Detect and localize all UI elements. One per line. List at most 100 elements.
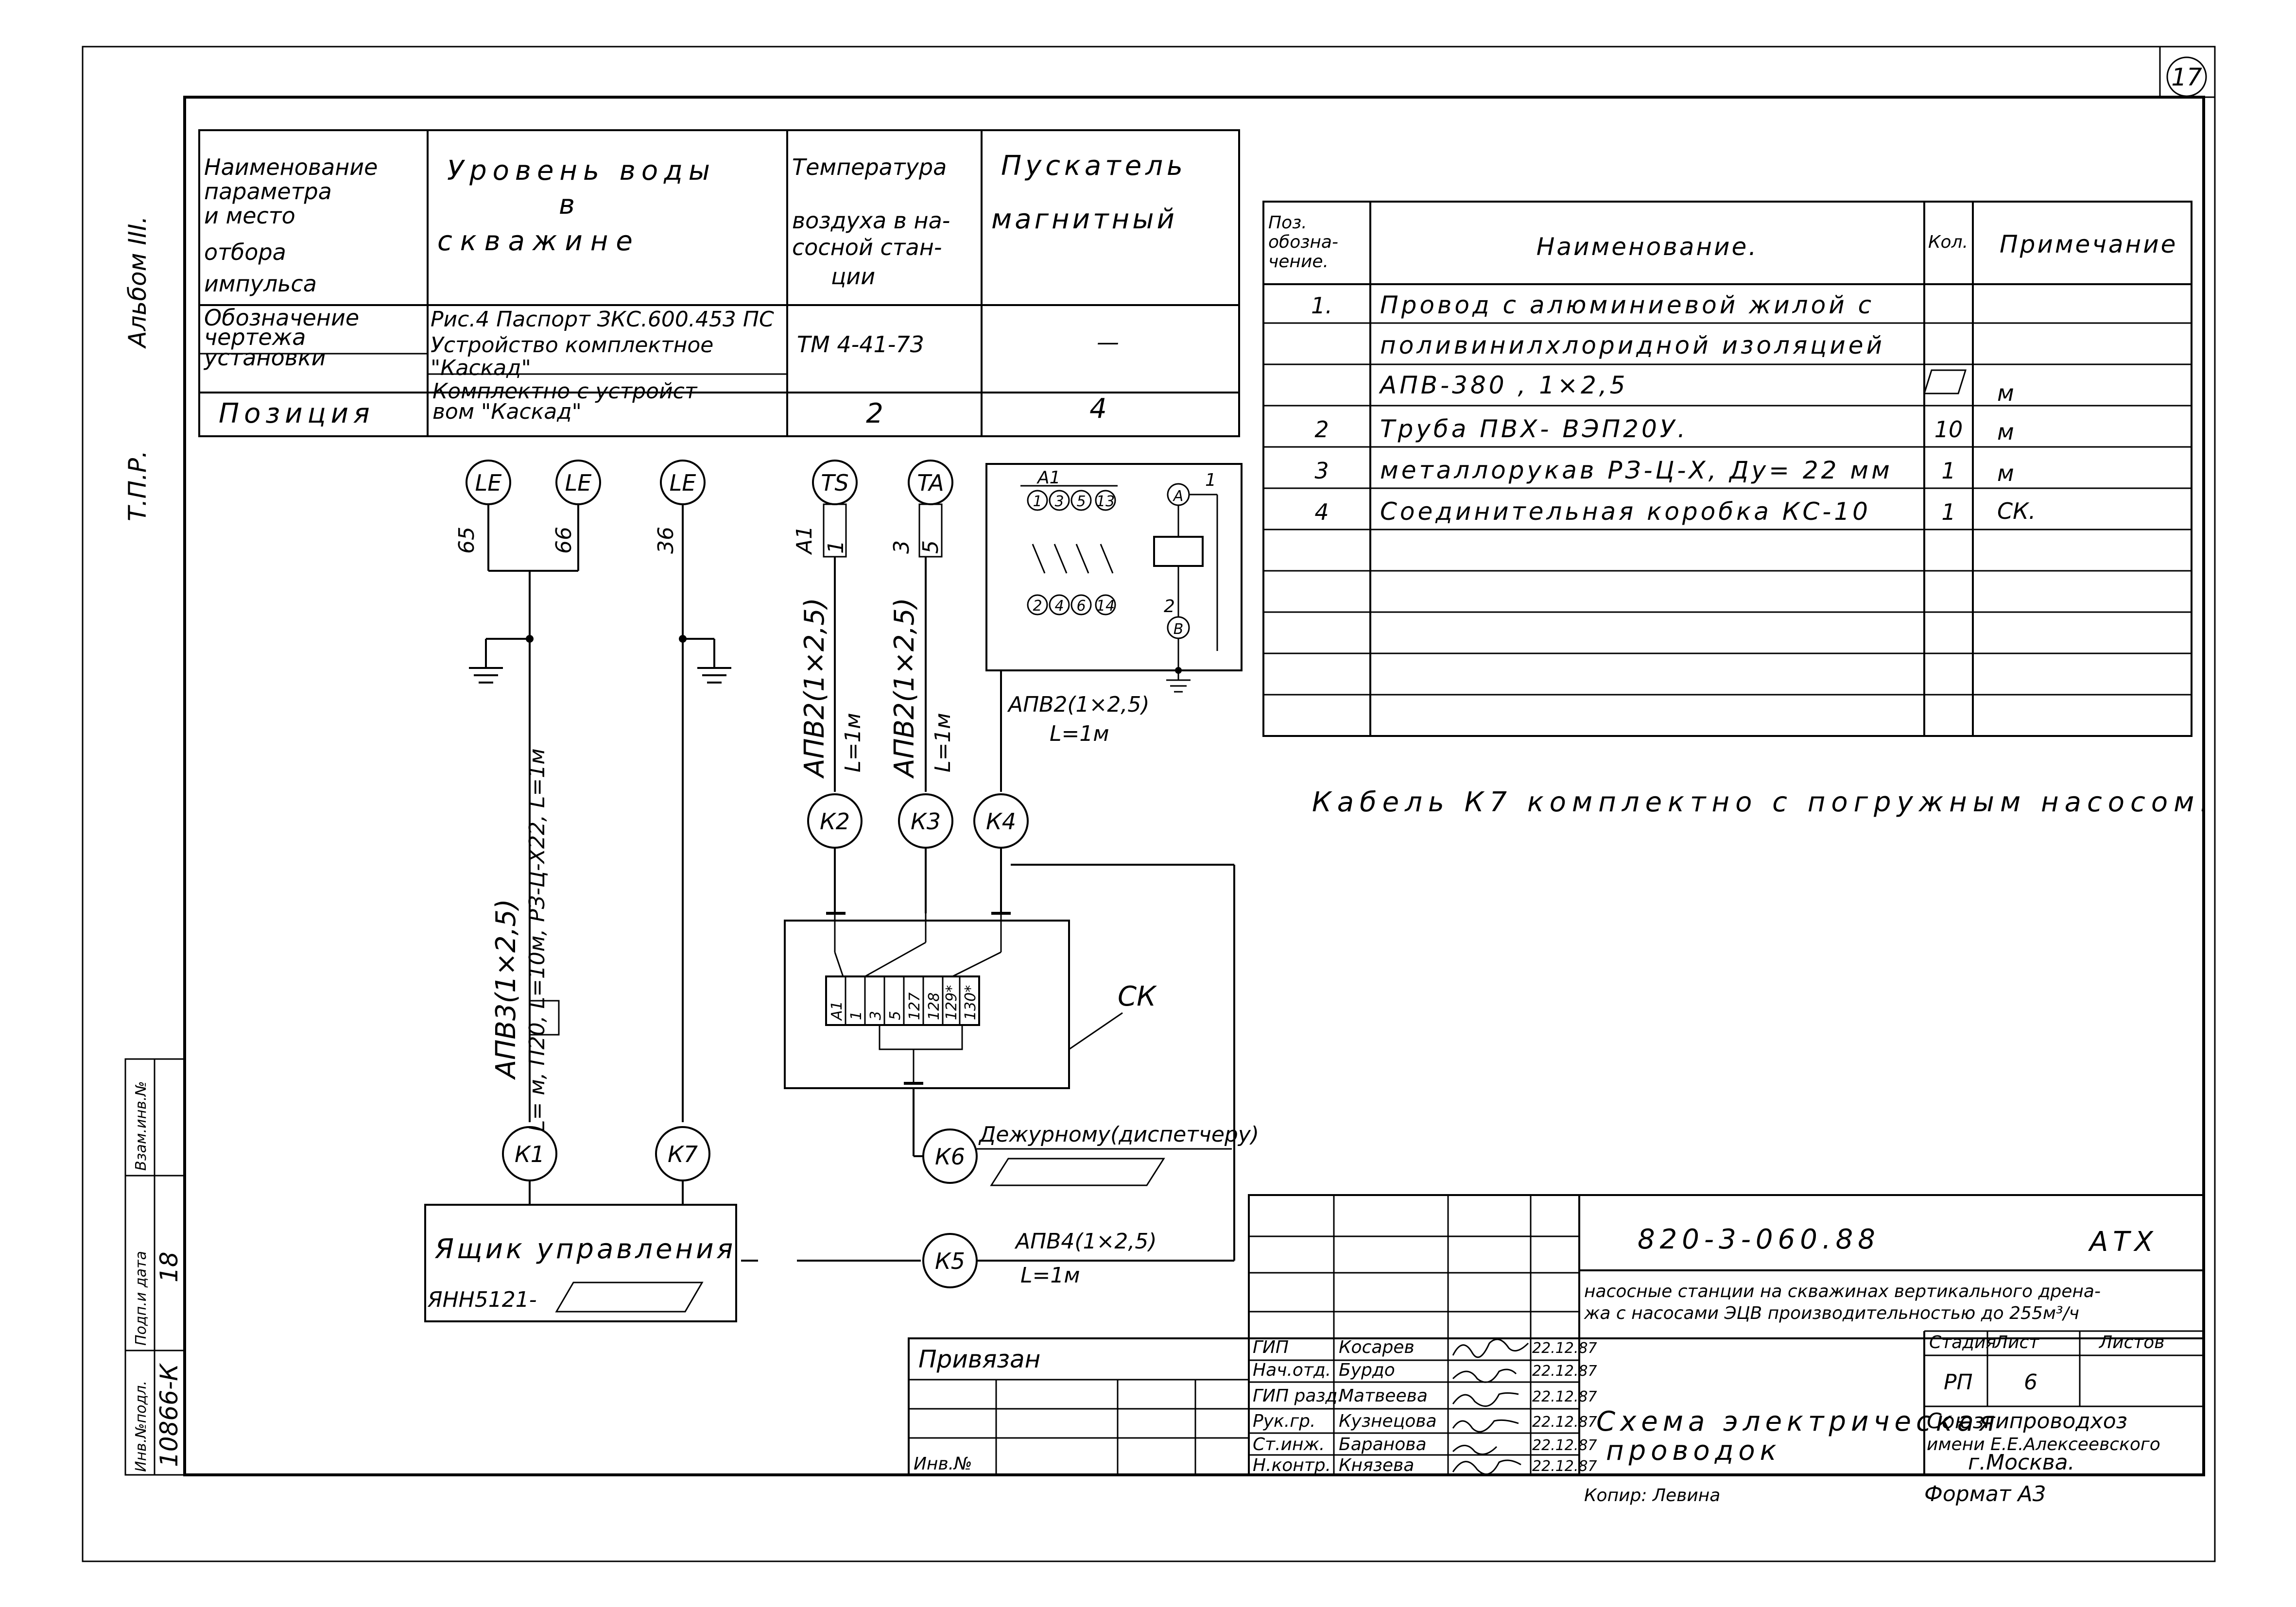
param-col4-line2: магнитный [991, 204, 1177, 235]
contact-14: 14 [1096, 598, 1115, 615]
le1-label: LE [475, 470, 502, 496]
stage-header: Стадия [1929, 1333, 1996, 1352]
k6-cable [922, 1128, 978, 1184]
sheet-header: Лист [1994, 1333, 2039, 1352]
spec-h-pos-1: Поз. [1268, 213, 1307, 233]
date-6: 22.12.87 [1532, 1458, 1597, 1475]
parameter-table: Наименование параметра и место отбора им… [198, 129, 1240, 437]
name-4: Кузнецова [1339, 1411, 1437, 1431]
contact-4: 4 [1054, 598, 1064, 615]
param-col2-line3: скважине [437, 225, 640, 257]
ts-label: TS [821, 470, 848, 496]
role-n-kontr: Н.контр. [1253, 1455, 1331, 1475]
spec-h-pos-3: чение. [1268, 252, 1329, 272]
k2-length: L=1м [841, 713, 865, 772]
spec-h-qty: Кол. [1928, 232, 1968, 252]
role-ruk-gr: Рук.гр. [1253, 1411, 1315, 1431]
row2-col2-line3: "Каскад" [431, 356, 531, 380]
junction-box-label: СК [1118, 981, 1157, 1012]
title-block: Привязан Инв.№ 820-3-060.88 АТХ насосные… [908, 1194, 2205, 1506]
sign-date-label: Подп.и дата [133, 1251, 150, 1346]
drawing-title-2: проводок [1606, 1435, 1781, 1467]
k1-spec: АПВ3(1×2,5) [490, 899, 522, 1080]
coil-terminal-a: А [1173, 488, 1184, 505]
param-col3-line4: ции [831, 263, 875, 290]
k6-blank [990, 1158, 1165, 1186]
signature-1 [1452, 1338, 1529, 1358]
k4-label: К4 [986, 808, 1016, 835]
spec-row5-note: м [1997, 460, 2014, 486]
spec-row6-note: СК. [1997, 498, 2036, 524]
k4-length: L=1м [1050, 721, 1109, 746]
spec-row5-qty: 1 [1941, 458, 1955, 484]
contact-6: 6 [1076, 598, 1086, 615]
privyazan-label: Привязан [918, 1345, 1040, 1373]
project-desc-1: насосные станции на скважинах вертикальн… [1584, 1282, 2101, 1301]
k4-spec: АПВ2(1×2,5) [1007, 692, 1150, 717]
copied-by: Копир: Левина [1584, 1486, 1720, 1505]
starter-a1: А1 [1036, 468, 1061, 488]
spec-h-name: Наименование. [1536, 233, 1758, 261]
date-4: 22.12.87 [1532, 1414, 1597, 1431]
role-st-inzh: Ст.инж. [1253, 1435, 1325, 1454]
k5-length: L=1м [1020, 1263, 1080, 1288]
param-col4-line1: Пускатель [1001, 150, 1187, 182]
le2-label: LE [565, 470, 592, 496]
coil-pin-1: 1 [1205, 470, 1216, 490]
k7-label: К7 [668, 1141, 698, 1167]
coil-terminal-b: В [1174, 621, 1184, 638]
row2-col2-line1: Рис.4 Паспорт ЗКС.600.453 ПС [431, 307, 774, 332]
org-line-3: г.Москва. [1968, 1450, 2075, 1475]
row2-col2-line2: Устройство комплектное [431, 333, 713, 358]
k1-label: К1 [515, 1141, 545, 1167]
sheet-number: 17 [2171, 63, 2202, 91]
ts-wire-a1: А1 [792, 526, 817, 555]
date-1: 22.12.87 [1532, 1340, 1597, 1357]
k2-label: К2 [820, 808, 850, 835]
terminal-128: 128 [926, 992, 943, 1020]
spec-row4-pos: 2 [1314, 416, 1329, 443]
date-value: 18 [155, 1251, 183, 1282]
row2-label-2: чертежа [204, 324, 306, 350]
sheet-value: 6 [2024, 1370, 2037, 1395]
param-col2-line1: Уровень воды [447, 155, 716, 187]
outer-frame [82, 46, 2216, 1562]
spec-row5-name: металлорукав РЗ-Ц-Х, Ду= 22 мм [1380, 456, 1893, 484]
spec-row1-name: Провод с алюминиевой жилой с [1380, 291, 1874, 319]
terminal-127: 127 [906, 992, 923, 1020]
row3-col3: 2 [866, 398, 883, 429]
coil-pin-2: 2 [1164, 597, 1175, 616]
spec-row1-pos: 1. [1311, 292, 1332, 319]
ta-wire-5: 5 [918, 540, 943, 554]
role-gip: ГИП [1253, 1337, 1289, 1357]
name-5: Баранова [1339, 1435, 1427, 1454]
control-box-title: Ящик управления [434, 1233, 736, 1265]
name-6: Князева [1339, 1455, 1414, 1475]
terminal-5: 5 [887, 1011, 904, 1020]
k3-label: К3 [911, 808, 941, 835]
k3-spec: АПВ2(1×2,5) [889, 598, 920, 779]
qty-blank-box [1923, 369, 1967, 394]
param-col1-line4: отбора [204, 239, 286, 265]
sheets-header: Листов [2098, 1333, 2164, 1352]
param-col1-line3: и место [204, 203, 295, 229]
role-gip-razd: ГИП разд. [1253, 1386, 1343, 1406]
side-label-tpr: Т.П.Р. [123, 450, 152, 521]
k6-destination: Дежурному(диспетчеру) [978, 1122, 1259, 1147]
terminal-130: 130* [962, 985, 979, 1020]
spec-row6-pos: 4 [1314, 499, 1329, 525]
org-line-2: имени Е.Е.Алексеевского [1927, 1435, 2160, 1454]
wire-36: 36 [654, 527, 678, 554]
param-col1-line1: Наименование [204, 154, 378, 180]
param-col3-line2: воздуха в на- [792, 207, 950, 234]
doc-type: АТХ [2088, 1226, 2158, 1258]
doc-code: 820-3-060.88 [1638, 1224, 1880, 1255]
k3-length: L=1м [931, 713, 955, 772]
contact-5: 5 [1076, 493, 1086, 510]
spec-row4-note: м [1997, 419, 2014, 445]
terminal-129: 129* [943, 985, 960, 1020]
contact-13: 13 [1096, 493, 1115, 510]
spec-row3-note: м [1997, 380, 2014, 406]
param-col3-line1: Температура [792, 154, 947, 180]
